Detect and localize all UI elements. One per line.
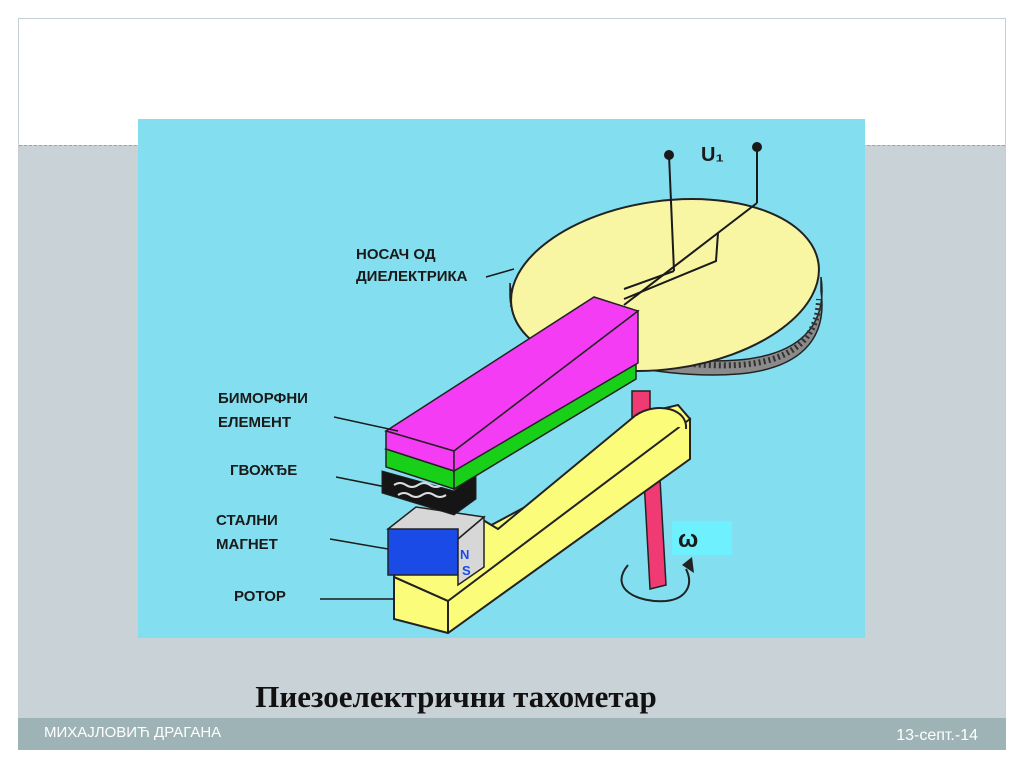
output-wires [623, 142, 762, 306]
bimorph-label-line1: БИМОРФНИ [218, 390, 308, 407]
iron-label: ГВОЖЂЕ [230, 462, 297, 479]
magnet-north-label: N [460, 547, 469, 562]
iron-piece [381, 470, 477, 516]
magnet-south-label: S [462, 563, 471, 578]
carrier-label-line2: ДИЕЛЕКТРИКА [356, 268, 468, 285]
rotation-indicator: ω [620, 521, 732, 603]
footer-author: МИХАЈЛОВИЋ ДРАГАНА [44, 724, 222, 741]
rotor-shaft [631, 390, 667, 590]
omega-label: ω [678, 526, 698, 553]
footer-date: 13-септ.-14 [896, 727, 978, 744]
permanent-magnet: N S [386, 506, 486, 587]
leader-lines [320, 268, 515, 600]
piezo-tachometer-diagram: N S ω U₁ НОСАЧ ОД ДИЕЛЕКТРИКА БИМОРФНИ Е… [138, 119, 865, 638]
bimorph-element [383, 296, 640, 491]
bimorph-label-line2: ЕЛЕМЕНТ [218, 414, 291, 431]
slide-title: Пиезоелектрични тахометар [255, 679, 657, 714]
magnet-label-line1: СТАЛНИ [216, 512, 278, 529]
rotor-label: РОТОР [234, 588, 286, 605]
voltage-label: U₁ [701, 144, 724, 166]
omega-box [672, 521, 732, 555]
magnet-label-line2: МАГНЕТ [216, 536, 278, 553]
footer-bar [18, 718, 1006, 750]
carrier-label-line1: НОСАЧ ОД [356, 246, 436, 263]
